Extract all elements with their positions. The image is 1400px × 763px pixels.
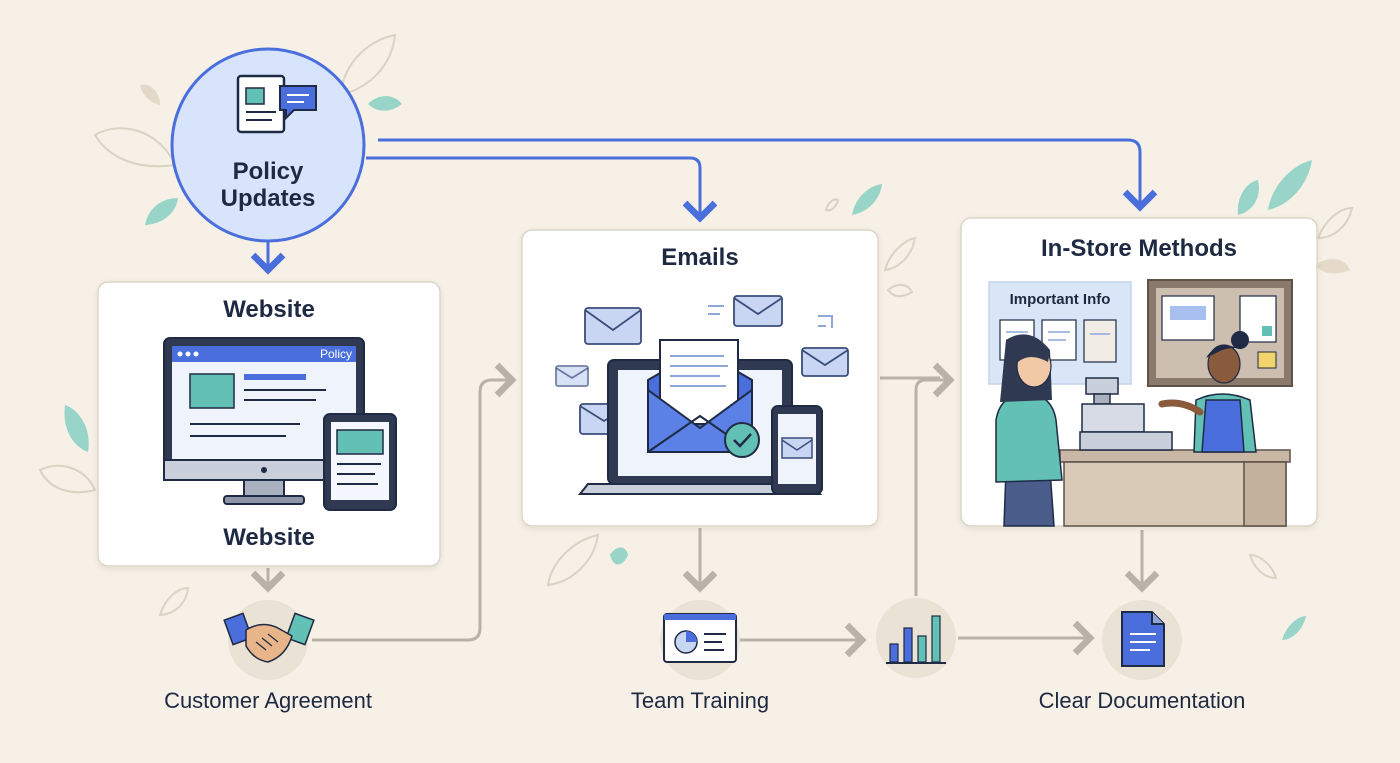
open-envelope-icon: [647, 339, 753, 453]
leaf-icon: [38, 464, 97, 494]
leaf-icon: [610, 547, 628, 565]
hub-title: Policy Updates: [188, 158, 348, 212]
metrics-node: [876, 598, 956, 678]
leaf-icon: [1268, 160, 1312, 210]
handshake-icon: [223, 612, 315, 663]
instore-card-title: In-Store Methods: [1041, 235, 1237, 262]
decorative-leaves: [38, 33, 1354, 640]
leaf-icon: [852, 184, 882, 215]
corkboard-icon: [1147, 279, 1293, 387]
hub-title-line1: Policy: [232, 158, 304, 185]
browser-tab-label: Policy: [319, 347, 352, 361]
motion-lines-icon: [708, 305, 833, 328]
leaf-icon: [64, 405, 89, 452]
cash-register-icon: [1079, 377, 1173, 451]
bar-chart-icon: [886, 615, 946, 664]
envelope-icon: [555, 295, 849, 435]
leaf-icon: [886, 284, 914, 298]
leaf-icon: [1316, 206, 1354, 240]
leaf-icon: [145, 198, 178, 225]
leaf-icon: [1315, 258, 1350, 274]
leaf-icon: [93, 127, 177, 168]
phone-icon: [771, 405, 823, 495]
customer-person-icon: [995, 334, 1063, 527]
check-circle-icon: [724, 422, 760, 458]
leaf-icon: [1237, 180, 1259, 215]
leaf-icon: [1282, 616, 1306, 640]
emails-card-title: Emails: [661, 244, 739, 271]
leaf-icon: [140, 84, 160, 105]
employee-person-icon: [1158, 331, 1257, 453]
instore-card: [960, 217, 1318, 527]
clear-documentation-node: [1102, 600, 1182, 680]
presentation-icon: [663, 613, 737, 663]
flow-connectors: [250, 362, 1160, 658]
emails-card: [521, 229, 879, 527]
leaf-icon: [158, 586, 190, 617]
leaf-icon: [1248, 553, 1278, 580]
info-board-label: Important Info: [1009, 291, 1111, 308]
website-card-title: Website: [223, 296, 315, 323]
team-training-node: [660, 600, 740, 680]
hub-connectors: [250, 138, 1158, 275]
document-icon: [1121, 611, 1165, 667]
leaf-icon: [546, 533, 600, 587]
website-card: [97, 281, 441, 567]
policy-updates-hub: [170, 47, 366, 243]
connector-chart-to-instore: [914, 362, 955, 596]
leaf-icon: [883, 236, 917, 272]
leaf-icon: [368, 96, 402, 111]
hub-title-line2: Updates: [220, 185, 316, 212]
clear-documentation-label: Clear Documentation: [1038, 688, 1246, 713]
counter-icon: [1059, 449, 1291, 527]
connector-hub-to-instore: [378, 138, 1158, 212]
connector-hub-to-emails: [366, 156, 718, 223]
customer-agreement-node: [223, 600, 315, 680]
leaf-icon: [824, 198, 840, 212]
connector-agreement-to-emails: [312, 362, 517, 642]
tablet-icon: [323, 413, 397, 511]
leaf-icon: [338, 33, 397, 97]
policy-document-icon: [236, 74, 317, 134]
customer-agreement-label: Customer Agreement: [164, 688, 372, 713]
website-card-caption: Website: [223, 524, 315, 551]
team-training-label: Team Training: [630, 688, 770, 713]
